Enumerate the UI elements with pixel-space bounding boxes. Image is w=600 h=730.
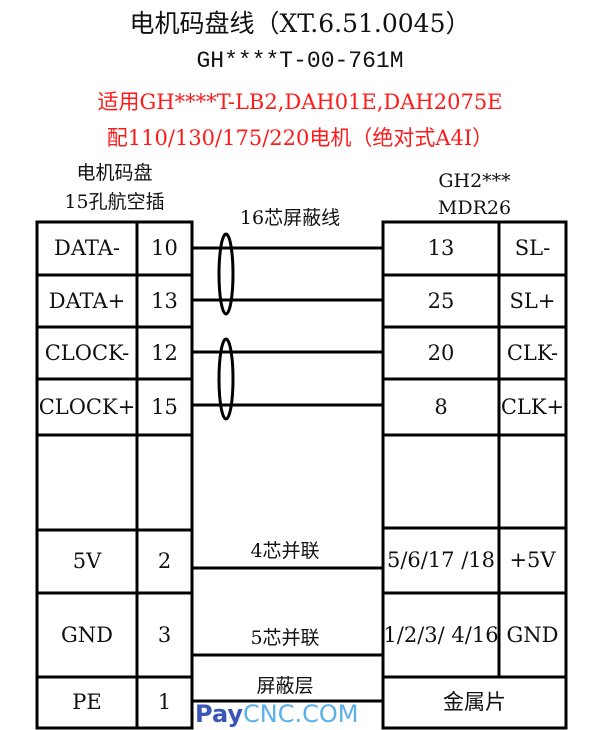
twisted-pair-shield-2 <box>217 337 235 421</box>
left-signal-cell: CLOCK- <box>44 340 130 365</box>
left-header-line2: 15孔航空插 <box>64 191 165 213</box>
right-signal-cell: GND <box>506 622 559 647</box>
cable-label: 16芯屏蔽线 <box>239 207 341 229</box>
diagram-title: 电机码盘线（XT.6.51.0045） <box>129 9 471 38</box>
right-signal-cell: +5V <box>509 548 556 573</box>
right-pin-cell: 5/6/17 /18 <box>386 548 496 573</box>
applicable-models: 适用GH****T-LB2,DAH01E,DAH2075E <box>97 90 503 114</box>
right-signal-cell: CLK- <box>506 340 559 365</box>
right-pin-cell: 8 <box>434 394 448 419</box>
model-number: GH****T-00-761M <box>196 48 404 74</box>
left-pin-cell: 12 <box>151 340 178 365</box>
right-signal-cell: SL- <box>514 236 551 261</box>
right-pin-cell <box>383 435 499 528</box>
right-header-line2: MDR26 <box>437 197 512 219</box>
left-signal-cell: DATA- <box>54 236 120 261</box>
left-signal-cell <box>37 435 137 530</box>
left-pin-cell: 3 <box>157 622 172 647</box>
wire-label-shield: 屏蔽层 <box>256 675 314 697</box>
motor-note: 配110/130/175/220电机（绝对式A4I） <box>106 126 494 150</box>
right-pin-cell: 1/2/3/ 4/16 <box>383 622 499 647</box>
left-signal-cell: PE <box>72 690 102 715</box>
left-pin-cell <box>137 435 192 530</box>
right-header-line1: GH2*** <box>438 170 511 192</box>
right-signal-cell <box>499 435 566 528</box>
wire-label-5v: 4芯并联 <box>250 540 320 562</box>
right-signal-cell: SL+ <box>509 288 556 313</box>
left-pin-cell: 13 <box>151 288 178 313</box>
right-bottom-metal: 金属片 <box>443 690 506 715</box>
right-pin-cell: 25 <box>427 288 455 313</box>
left-header-line1: 电机码盘 <box>76 162 153 184</box>
right-signal-cell: CLK+ <box>500 394 565 419</box>
left-pin-cell: 15 <box>151 394 178 419</box>
left-signal-cell: DATA+ <box>48 288 126 313</box>
wire-label-gnd: 5芯并联 <box>250 627 320 649</box>
left-pin-cell: 1 <box>157 690 172 715</box>
right-table-border <box>381 220 568 730</box>
watermark-pay: Pay <box>195 700 244 728</box>
twisted-pair-shield-1 <box>217 232 235 316</box>
left-pin-cell: 10 <box>151 236 178 261</box>
right-pin-cell: 20 <box>427 340 455 365</box>
right-pin-cell: 13 <box>427 236 455 261</box>
left-table-border <box>35 220 194 730</box>
left-signal-cell: GND <box>61 622 113 647</box>
watermark-cnc: CNC.COM <box>243 700 359 728</box>
left-signal-cell: 5V <box>72 549 102 574</box>
left-signal-cell: CLOCK+ <box>38 394 136 419</box>
watermark: PayCNC.COM <box>195 701 359 728</box>
left-pin-cell: 2 <box>157 549 172 574</box>
